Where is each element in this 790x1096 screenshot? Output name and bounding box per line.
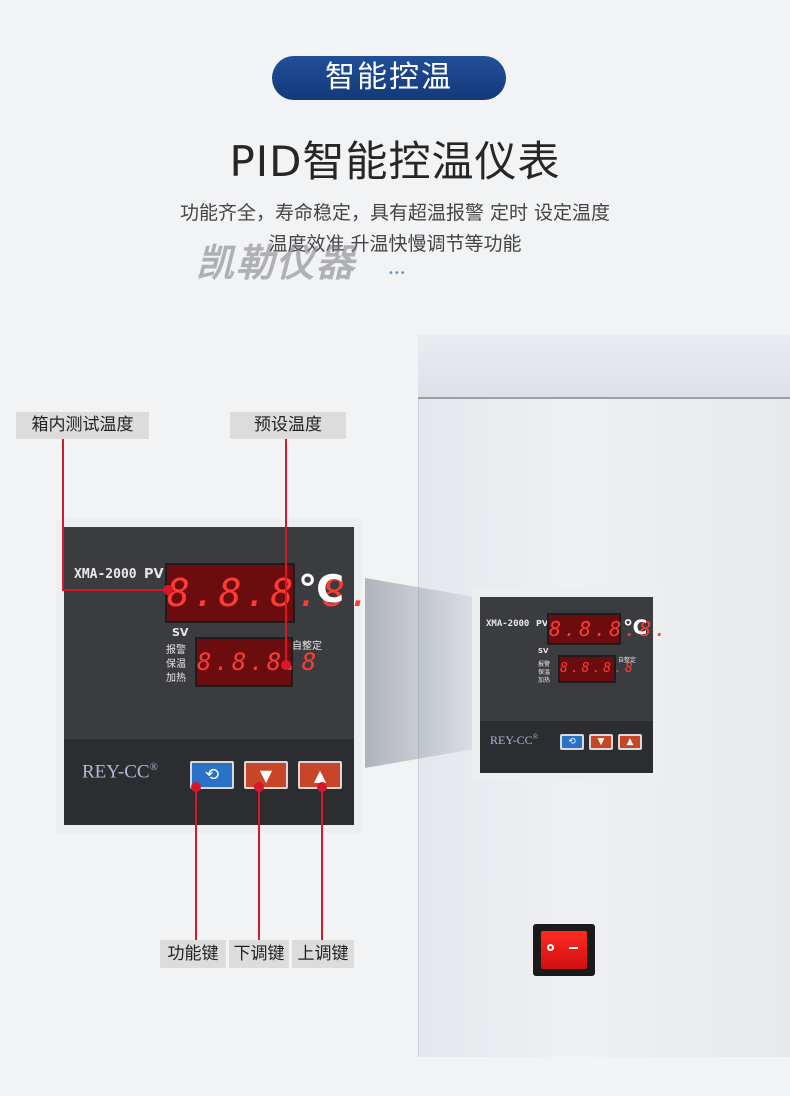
hold-indicator: 保温 — [166, 659, 186, 670]
power-switch[interactable] — [541, 931, 587, 969]
callout-pv: 箱内测试温度 — [16, 412, 149, 439]
pv-label-small: PV — [536, 619, 549, 628]
sv-display-small: 8.8.8.8 — [558, 655, 633, 683]
watermark: 凯勒仪器 — [196, 241, 357, 285]
callout-line — [285, 439, 287, 664]
pv-label: PV — [144, 567, 164, 582]
callout-dot — [281, 660, 291, 670]
heat-indicator: 加热 — [166, 673, 186, 684]
triangle-up-icon: ▲ — [313, 765, 327, 785]
callout-dot — [163, 585, 173, 595]
sv-display: 8.8.8.8 — [195, 637, 316, 687]
triangle-down-icon: ▼ — [259, 765, 273, 785]
brand-small: REY-CC® — [490, 733, 539, 747]
down-key-small[interactable]: ▼ — [589, 734, 613, 750]
callout-line — [62, 589, 168, 591]
page-title: PID智能控温仪表 — [229, 137, 561, 186]
brand-label: REY-CC® — [82, 761, 158, 783]
power-off-icon — [547, 944, 554, 951]
unit-small: ℃ — [623, 615, 648, 639]
unit-celsius: ℃ — [298, 567, 345, 611]
controller-small: XMA-2000 PV 8.8.8.8. ℃ SV 8.8.8.8 自整定 报警… — [472, 589, 666, 781]
callout-sv: 预设温度 — [230, 412, 346, 439]
callout-line — [195, 787, 197, 940]
sv-label-small: SV — [538, 647, 549, 655]
pv-display: 8.8.8.8. — [165, 563, 371, 623]
function-key-small[interactable]: ⟲ — [560, 734, 584, 750]
callout-up-key: 上调键 — [292, 940, 354, 968]
model-label-small: XMA-2000 — [486, 619, 530, 629]
pv-display-small: 8.8.8.8. — [547, 613, 666, 645]
heat-indicator-small: 加热 — [538, 677, 551, 684]
cycle-icon: ⟲ — [204, 765, 220, 785]
description-line-1: 功能齐全，寿命稳定，具有超温报警 定时 设定温度 — [179, 202, 611, 224]
machine-top-panel — [418, 335, 790, 399]
autotune-label: 自整定 — [292, 641, 322, 652]
up-key-small[interactable]: ▲ — [618, 734, 642, 750]
power-on-icon — [569, 947, 578, 949]
model-label: XMA-2000 — [74, 567, 137, 582]
callout-line — [321, 787, 323, 940]
callout-down-key: 下调键 — [229, 940, 289, 968]
callout-line — [258, 787, 260, 940]
autotune-label-small: 自整定 — [618, 657, 637, 664]
watermark-dots: ••• — [388, 268, 406, 279]
cycle-icon: ⟲ — [568, 737, 576, 747]
hold-indicator-small: 保温 — [538, 669, 551, 676]
description-line-2: 温度效准 升温快慢调节等功能 — [268, 233, 522, 255]
callout-line — [62, 439, 64, 591]
callout-function-key: 功能键 — [160, 940, 226, 968]
sv-label: SV — [172, 626, 189, 639]
alarm-indicator: 报警 — [166, 645, 186, 656]
controller-large: XMA-2000 PV 8.8.8.8. ℃ SV 8.8.8.8 自整定 报警… — [56, 519, 371, 833]
down-key[interactable]: ▼ — [244, 761, 288, 789]
section-badge: 智能控温 — [272, 56, 506, 100]
alarm-indicator-small: 报警 — [538, 661, 551, 668]
triangle-up-icon: ▲ — [626, 737, 634, 747]
triangle-down-icon: ▼ — [597, 737, 605, 747]
zoom-beam — [365, 578, 475, 768]
